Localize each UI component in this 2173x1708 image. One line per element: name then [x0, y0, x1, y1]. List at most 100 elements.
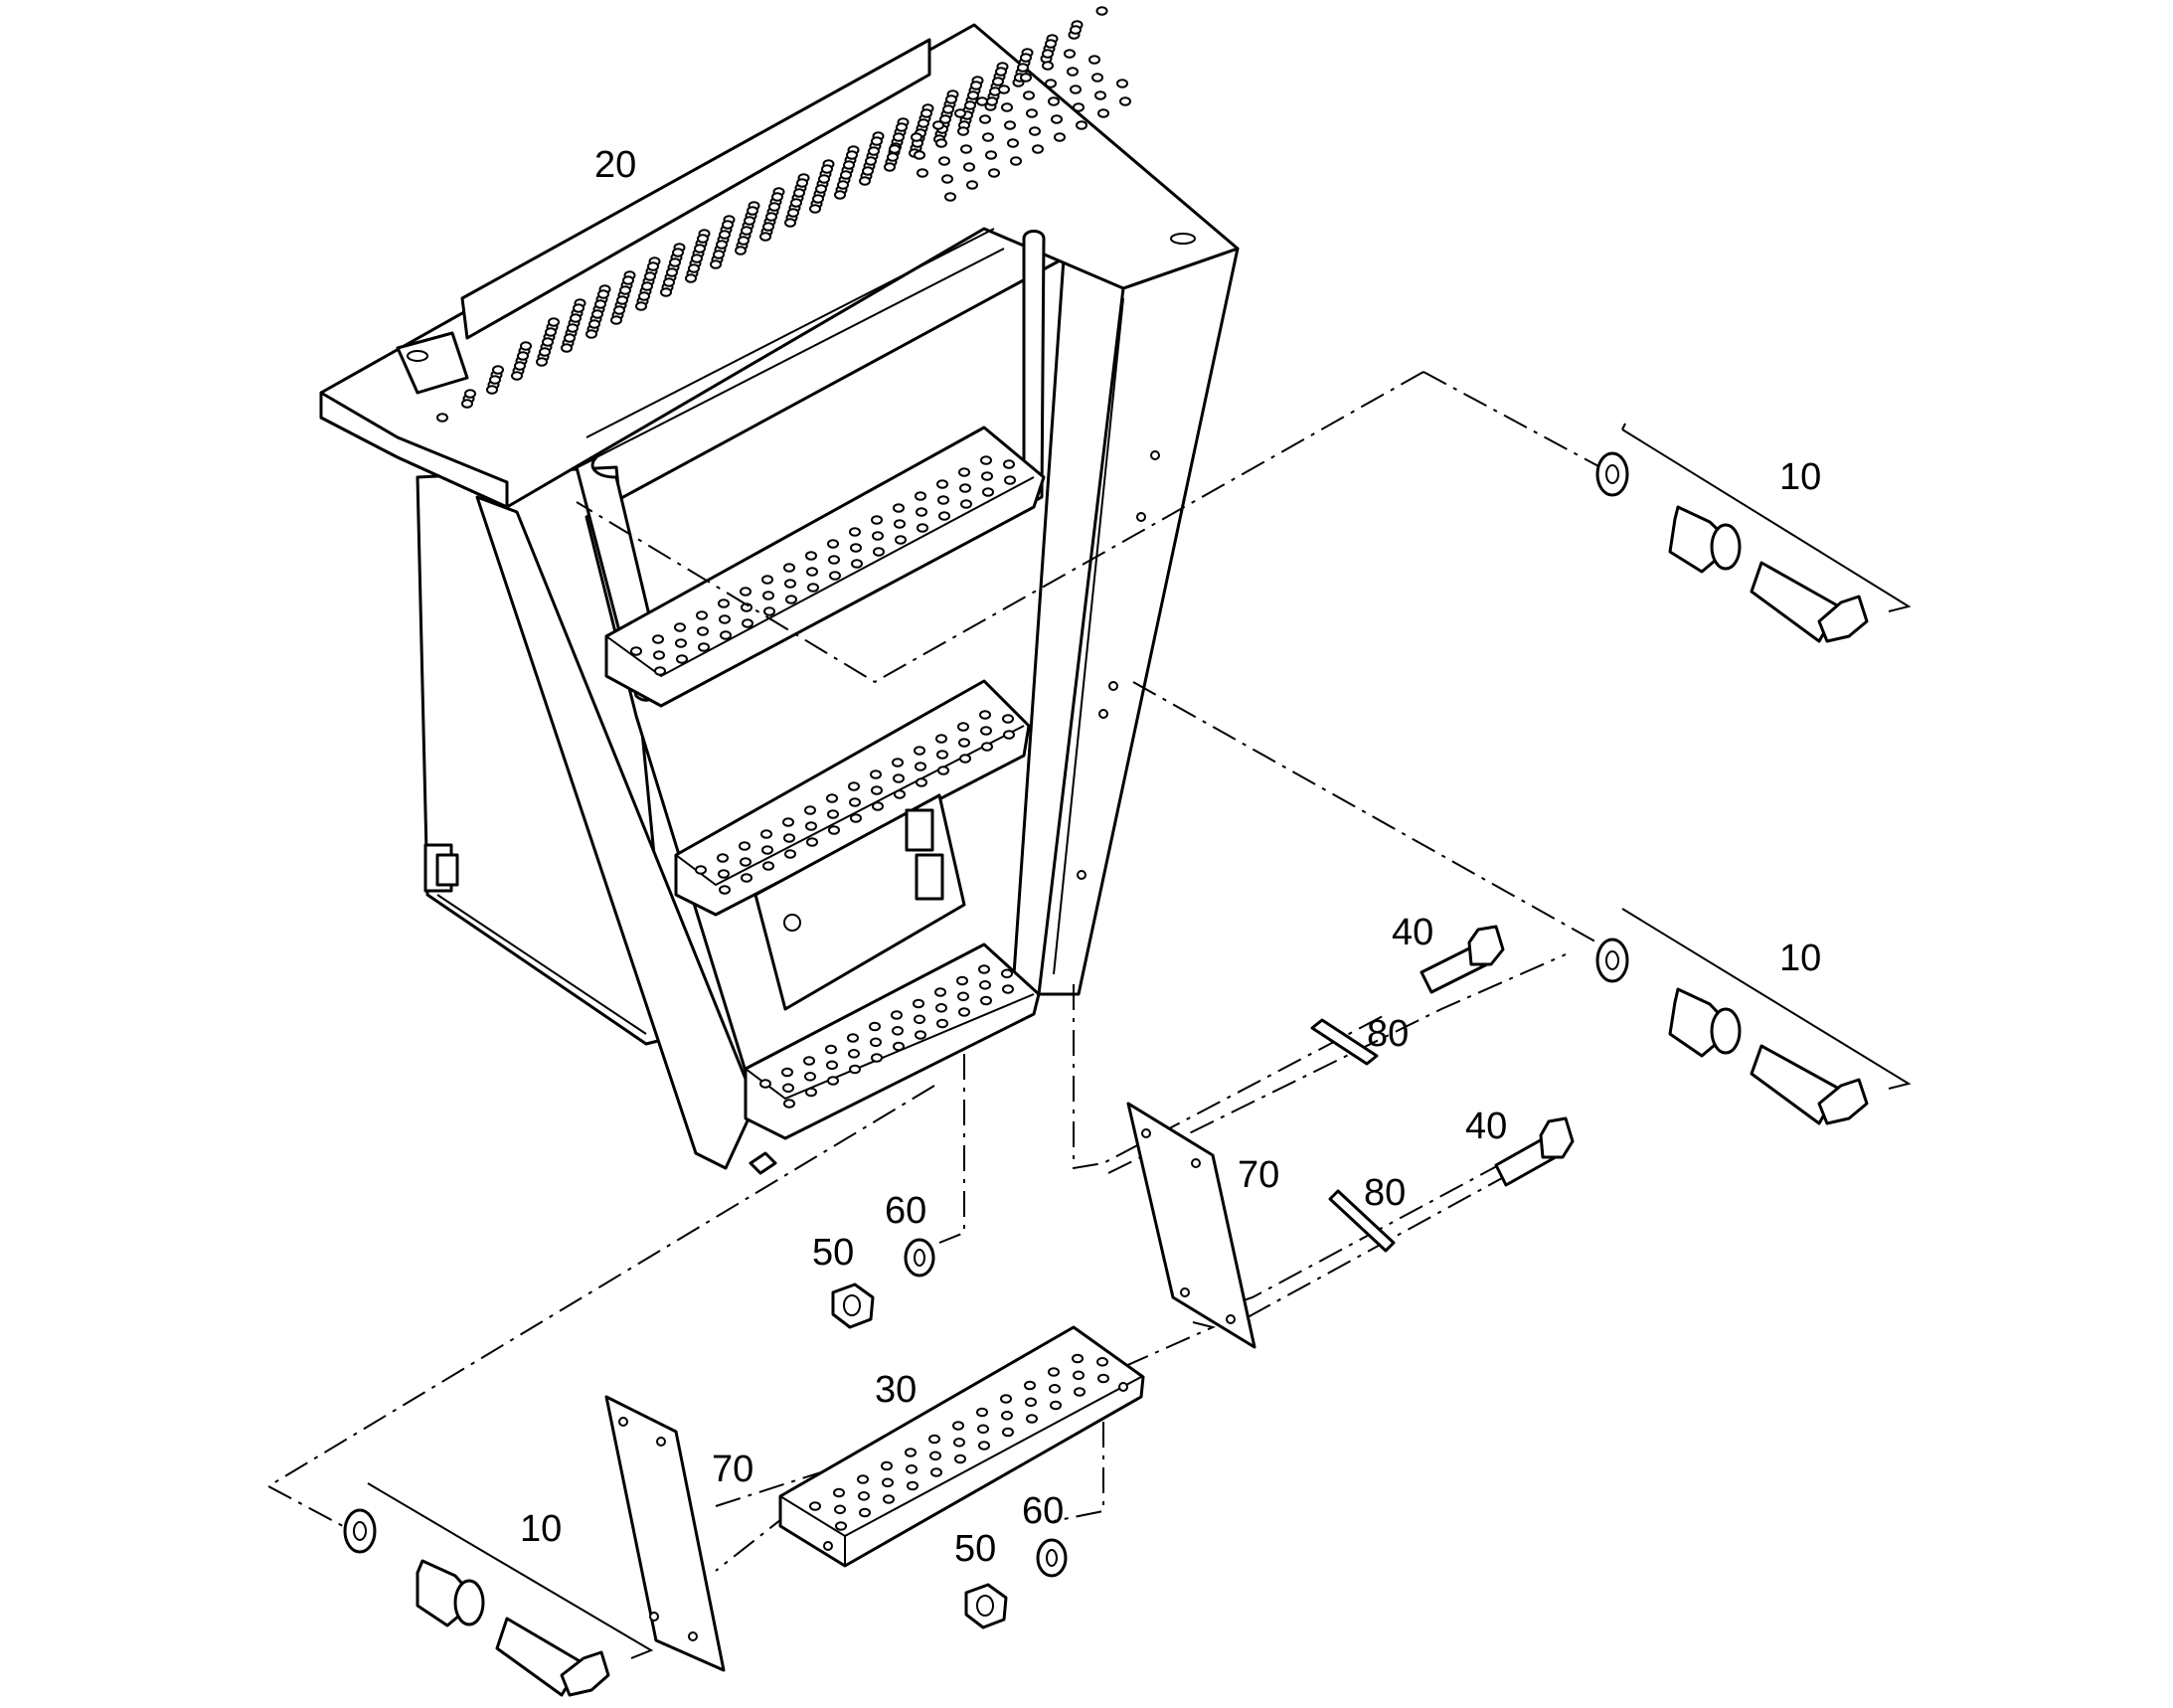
perforation-hole	[915, 1030, 926, 1040]
perforation-hole	[1023, 90, 1035, 100]
perforation-hole	[884, 162, 896, 172]
perforation-hole	[953, 1438, 965, 1448]
perforation-hole	[980, 995, 992, 1006]
plate-80-upper	[1310, 1018, 1379, 1066]
perforation-hole	[635, 301, 647, 311]
perforation-hole	[666, 267, 678, 277]
perforation-hole	[840, 170, 852, 180]
perforation-hole	[597, 289, 609, 299]
perforation-hole	[638, 291, 650, 301]
perforation-hole	[915, 762, 926, 771]
perforation-hole	[827, 1076, 839, 1086]
perforation-hole	[784, 849, 796, 859]
perforation-hole	[954, 1453, 966, 1464]
perforation-hole	[763, 606, 775, 616]
perforation-hole	[1002, 714, 1014, 724]
perforation-hole	[536, 357, 548, 367]
perforation-hole	[887, 152, 899, 162]
perforation-hole	[765, 212, 777, 222]
perforation-hole	[688, 263, 700, 273]
perforation-hole	[616, 295, 628, 305]
perforation-hole	[959, 483, 971, 493]
perforation-hole	[539, 347, 551, 357]
perforation-hole	[847, 1033, 859, 1043]
perforation-hole	[1050, 1400, 1062, 1411]
perforation-hole	[1045, 79, 1057, 88]
perforation-hole	[958, 467, 970, 477]
perforation-hole	[660, 287, 672, 297]
perforation-hole	[889, 144, 901, 154]
perforation-hole	[862, 166, 874, 176]
callout-80-upper: 80	[1367, 1013, 1409, 1055]
perforation-hole	[967, 90, 979, 100]
perforation-hole	[674, 622, 686, 632]
perforation-hole	[872, 801, 884, 811]
perforation-hole	[1002, 1427, 1014, 1438]
perforation-hole	[870, 769, 882, 779]
perforation-hole	[988, 168, 1000, 178]
perforation-hole	[1025, 1397, 1037, 1408]
perforation-hole	[928, 1434, 940, 1445]
perforation-hole	[517, 351, 529, 361]
perforation-hole	[1074, 1387, 1086, 1397]
perforation-hole	[796, 178, 808, 188]
perforation-hole	[804, 1072, 816, 1082]
step1-perforations	[630, 455, 1016, 676]
perforation-hole	[647, 261, 659, 271]
perforation-hole	[641, 281, 653, 291]
perforation-hole	[980, 455, 992, 465]
perforation-hole	[1073, 1370, 1085, 1381]
callout-20: 20	[594, 144, 636, 186]
perforation-hole	[570, 313, 582, 323]
perforation-hole	[610, 315, 622, 325]
perforation-hole	[1094, 90, 1106, 100]
perforation-hole	[914, 746, 925, 756]
perforation-hole	[644, 271, 656, 281]
perforation-hole	[829, 571, 841, 581]
perforation-hole	[964, 100, 976, 110]
perforation-hole	[914, 1014, 925, 1025]
perforation-hole	[883, 1494, 895, 1504]
perforation-hole	[935, 1003, 947, 1013]
perforation-hole	[542, 337, 554, 347]
perforation-hole	[492, 365, 504, 375]
perforation-hole	[871, 1053, 883, 1063]
perforation-hole	[986, 96, 998, 106]
perforation-hole	[858, 1491, 870, 1501]
perforation-hole	[461, 399, 473, 409]
perforation-hole	[1002, 984, 1014, 994]
callout-50-lower: 50	[954, 1528, 996, 1570]
perforation-hole	[906, 1464, 918, 1474]
perforation-hole	[1026, 108, 1038, 118]
perforation-hole	[1091, 73, 1103, 83]
perforation-hole	[966, 180, 978, 190]
perforation-hole	[894, 789, 906, 799]
perforation-hole	[937, 495, 949, 505]
perforation-hole	[956, 975, 968, 986]
perforation-hole	[719, 885, 731, 895]
perforation-hole	[759, 1079, 771, 1089]
perforation-hole	[891, 1010, 903, 1020]
perforation-hole	[742, 618, 753, 628]
perforation-hole	[782, 817, 794, 827]
perforation-hole	[917, 168, 928, 178]
callout-70-lower: 70	[712, 1449, 753, 1490]
callout-50-upper: 50	[812, 1232, 854, 1274]
perforation-hole	[1076, 120, 1087, 130]
perforation-hole	[865, 156, 877, 166]
perforation-hole	[954, 108, 966, 118]
perforation-hole	[561, 343, 573, 353]
perforation-hole	[958, 738, 970, 748]
perforation-hole	[1010, 156, 1022, 166]
perforation-hole	[929, 1451, 941, 1461]
perforation-hole	[979, 114, 991, 124]
perforation-hole	[591, 309, 603, 319]
perforation-hole	[486, 385, 498, 395]
perforation-hole	[916, 507, 927, 517]
perforation-hole	[870, 1037, 882, 1048]
perforation-hole	[848, 1049, 860, 1059]
perforation-hole	[622, 275, 634, 285]
perforation-hole	[787, 208, 799, 218]
perforation-hole	[835, 1521, 847, 1531]
perforation-hole	[941, 174, 953, 184]
